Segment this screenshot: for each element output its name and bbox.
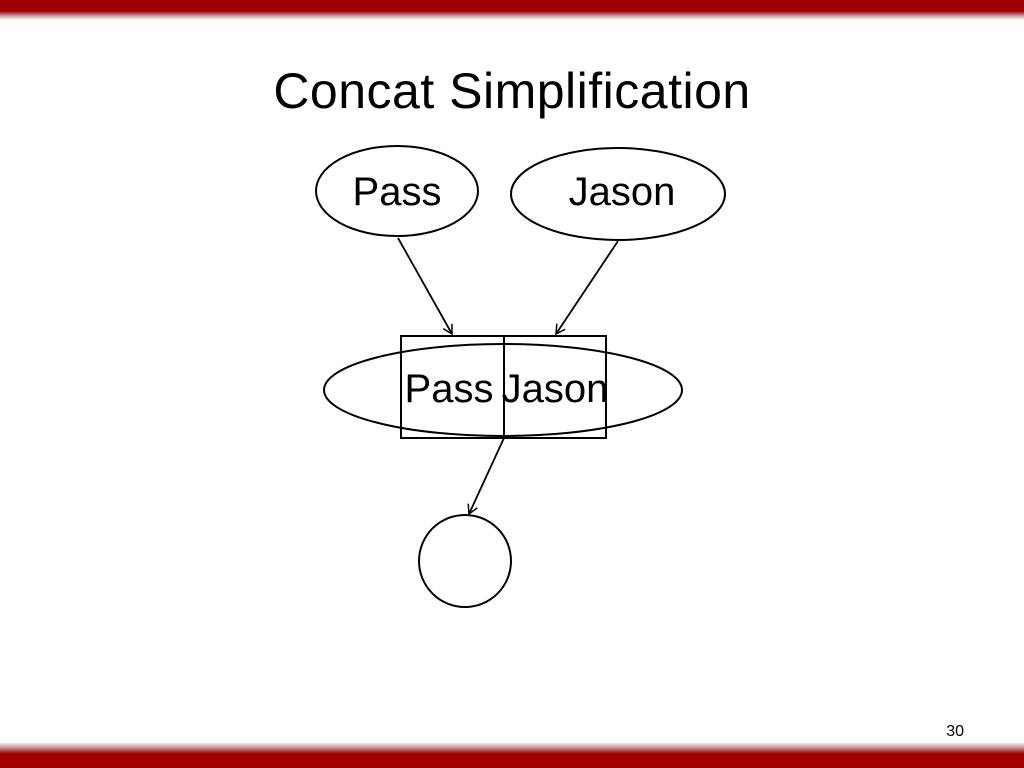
input-node-jason-label: Jason (569, 170, 676, 214)
slide-title: Concat Simplification (273, 63, 751, 119)
concat-node: Pass Jason (323, 335, 683, 439)
concat-box-right-label: Jason (502, 367, 609, 411)
edge-jason-to-concat (555, 240, 619, 336)
page-number: 30 (946, 723, 964, 740)
edge-concat-to-output (467, 437, 505, 516)
bottom-accent-bar (0, 742, 1024, 768)
concat-box-left-label: Pass (405, 367, 494, 411)
input-node-jason: Jason (510, 147, 726, 241)
edge-pass-to-concat (397, 237, 453, 336)
input-node-pass-label: Pass (353, 170, 442, 214)
input-node-pass: Pass (315, 145, 479, 237)
top-accent-bar (0, 0, 1024, 20)
concat-box-right (503, 335, 607, 439)
output-node (418, 514, 512, 608)
